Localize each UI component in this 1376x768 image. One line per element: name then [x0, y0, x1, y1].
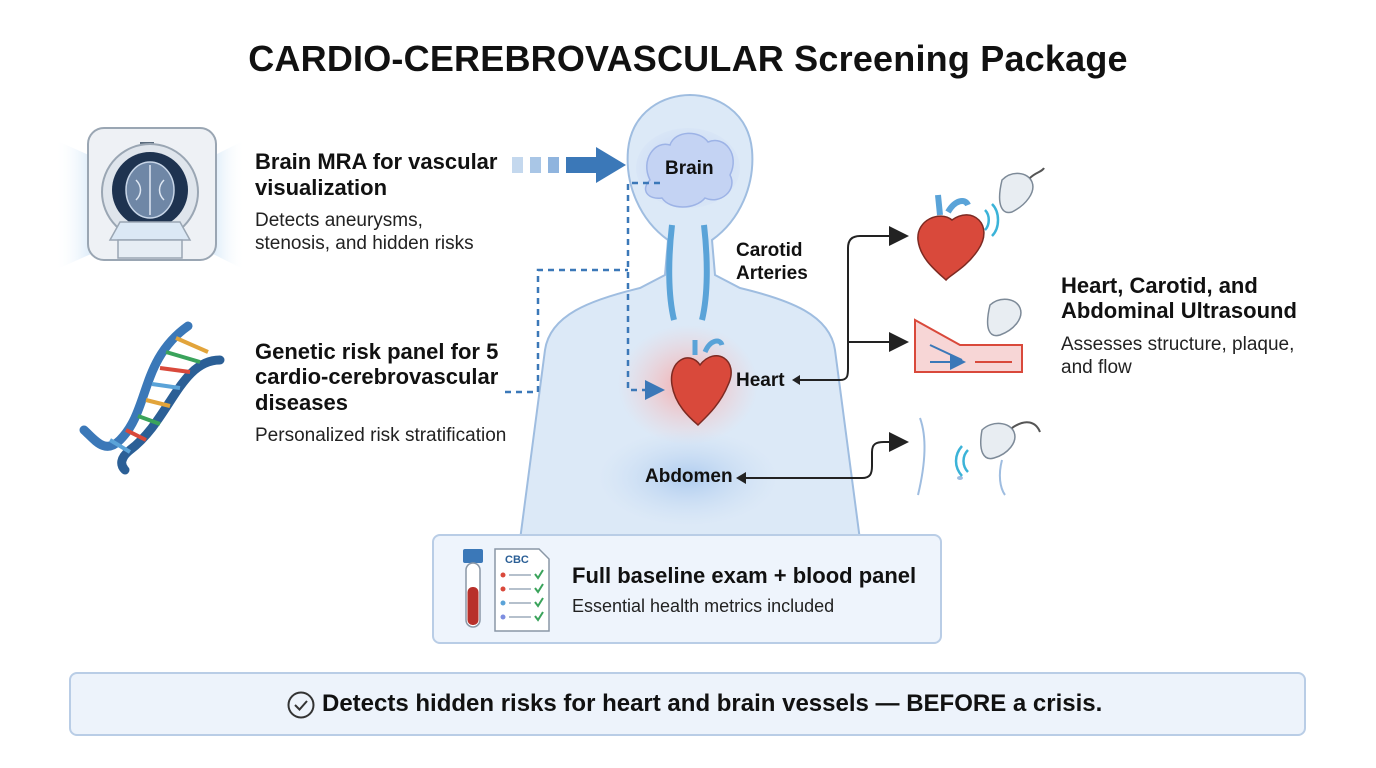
genetic-heading-line1: Genetic risk panel for 5: [255, 339, 499, 364]
carotid-artery-right: [699, 224, 710, 321]
mra-heading-line1: Brain MRA for vascular: [255, 149, 498, 174]
baseline-icons: [463, 548, 550, 632]
connector-heart-ultrasound: [798, 226, 909, 381]
blood-tube-icon: [463, 549, 483, 628]
label-heart: Heart: [736, 370, 785, 391]
report-clipboard-icon: [494, 548, 550, 632]
check-circle-icon: [287, 691, 315, 719]
ultrasound-abdomen-icon: [917, 417, 1041, 496]
page-title: CARDIO-CEREBROVASCULAR Screening Package: [248, 38, 1128, 79]
abdomen-glow: [598, 430, 778, 526]
label-abdomen: Abdomen: [645, 466, 733, 487]
footer-text: Detects hidden risks for heart and brain…: [322, 690, 1103, 717]
baseline-desc: Essential health metrics included: [572, 596, 835, 616]
mra-arrow: [512, 147, 626, 183]
mra-desc-line2: stenosis, and hidden risks: [255, 233, 474, 254]
label-brain: Brain: [665, 158, 714, 179]
baseline-heading: Full baseline exam + blood panel: [572, 563, 917, 588]
dna-helix-icon: [79, 321, 225, 475]
mri-scanner-icon: [55, 127, 245, 270]
mra-heading-line2: visualization: [255, 175, 388, 200]
genetic-heading-line2: cardio-cerebrovascular: [255, 364, 499, 389]
ultrasound-heading-line1: Heart, Carotid, and: [1061, 273, 1258, 298]
connector-brain-heart: [626, 181, 665, 400]
label-carotid-line2: Arteries: [736, 263, 808, 284]
connector-abdomen-ultrasound: [742, 432, 909, 479]
mra-desc-line1: Detects aneurysms,: [255, 210, 423, 231]
ultrasound-heading-line2: Abdominal Ultrasound: [1061, 298, 1297, 323]
ultrasound-heart-icon: [917, 194, 1000, 282]
footer-bar: [69, 672, 1306, 736]
ultrasound-probe-icon: [998, 167, 1045, 214]
heart-illustration: [670, 338, 732, 427]
report-label: CBC: [505, 554, 529, 566]
ultrasound-desc-line1: Assesses structure, plaque,: [1061, 334, 1295, 355]
label-carotid-line1: Carotid: [736, 240, 803, 261]
carotid-artery-left: [666, 224, 677, 321]
connector-genetic: [505, 268, 628, 394]
human-body-figure: [518, 93, 862, 541]
ultrasound-carotid-icon: [914, 298, 1023, 373]
ultrasound-desc-line2: and flow: [1061, 357, 1132, 378]
genetic-desc: Personalized risk stratification: [255, 425, 507, 446]
genetic-heading-line3: diseases: [255, 390, 348, 415]
